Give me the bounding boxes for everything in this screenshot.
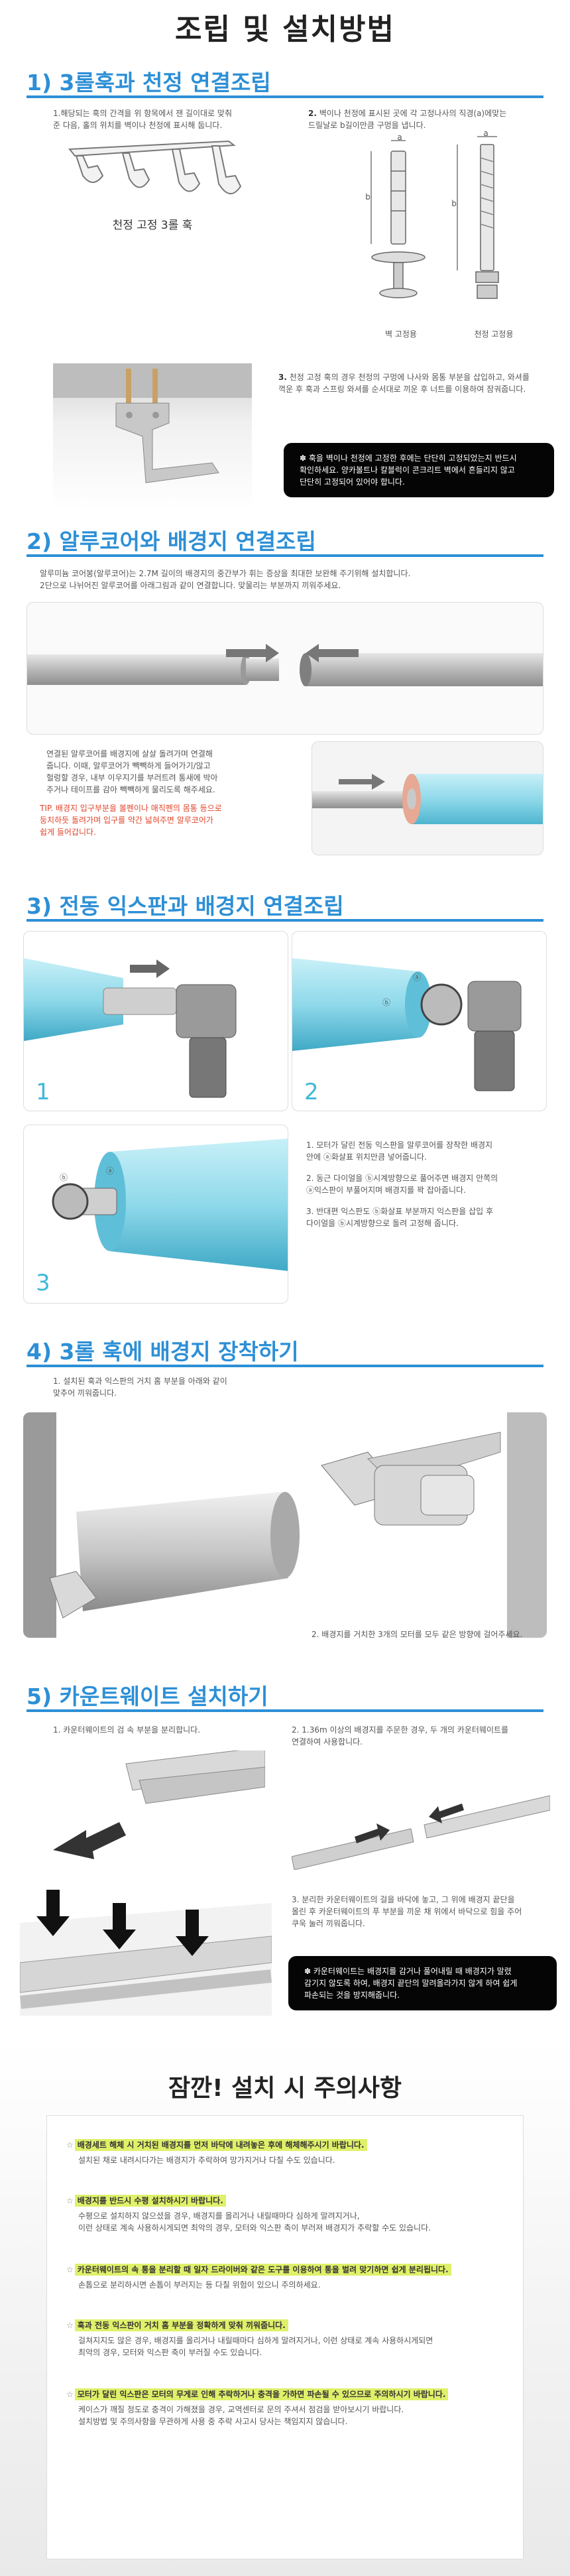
anchor-a-label-2: a (483, 129, 488, 138)
wall-anchor-caption: 벽 고정용 (385, 330, 417, 339)
counterweight-split-illustration (53, 1750, 265, 1859)
section-3-title: 3) 전동 익스판과 배경지 연결조립 (27, 893, 344, 919)
s5-note-1: 1. 카운터웨이트의 검 속 부분을 분리합니다. (53, 1725, 201, 1735)
mark-b-label: ⓑ (59, 1173, 68, 1182)
section-5-title: 5) 카운트웨이트 설치하기 (27, 1684, 268, 1709)
anchor-bolt-illustration (370, 136, 499, 299)
section-divider (27, 1365, 543, 1367)
expander-step-2-image: ⓐ ⓑ 2 (292, 931, 547, 1111)
caution-item-1: ☆배경세트 해체 시 거치된 배경지를 먼저 바닥에 내려놓은 후에 해체해주시… (66, 2138, 517, 2166)
caution-item-2: ☆배경지를 반드시 수평 설치하시기 바랍니다. 수평으로 설치하지 않으셨을 … (66, 2195, 431, 2233)
background-paper-insert-image (312, 741, 543, 855)
section-1-title: 1) 3롤훅과 천정 연결조립 (27, 70, 271, 95)
hook-mount-image (23, 1412, 547, 1638)
s1-note-3: 3. 천정 고정 훅의 경우 천정의 구멍에 나사와 몸통 부분을 삽입하고, … (278, 373, 530, 394)
ceiling-anchor-caption: 천정 고정용 (474, 330, 514, 339)
caution-item-5: ☆모터가 달린 익스판은 모터의 무게로 인해 추락하거나 충격을 가하면 파손… (66, 2387, 517, 2427)
mark-a-label: ⓐ (412, 973, 421, 982)
section-divider (27, 1709, 543, 1712)
s4-note-2: 2. 배경지를 거치한 3개의 모터를 모두 같은 방향에 걸어주세요. (312, 1630, 523, 1639)
caution-box (46, 2115, 524, 2559)
section-4-title: 4) 3롤 훅에 배경지 장착하기 (27, 1339, 299, 1365)
alucore-connect-image (27, 602, 543, 735)
section-divider (27, 95, 543, 98)
caution-item-4: ☆훅과 전동 익스판이 거치 홈 부분을 정확하게 맞춰 끼워줍니다. 걸쳐지지… (66, 2319, 433, 2357)
section-divider (27, 919, 543, 922)
hook-caption: 천정 고정 3롤 훅 (112, 219, 193, 232)
anchor-a-label: a (397, 133, 402, 142)
ceiling-hook-photo (53, 363, 252, 509)
panel-number-2: 2 (304, 1079, 319, 1105)
caution-section: 잠깐! 설치 시 주의사항 (0, 2042, 570, 2576)
expander-step-3-image: ⓑ ⓐ 3 (23, 1125, 288, 1304)
s2-intro: 알루미늄 코어봉(알루코어)는 2.7M 길이의 배경지의 중간부가 휘는 증상… (40, 569, 411, 590)
section-2-title: 2) 알루코어와 배경지 연결조립 (27, 528, 316, 554)
anchor-b-label: b (365, 192, 370, 202)
counterweight-floor-illustration (20, 1890, 272, 2016)
panel-number-1: 1 (36, 1079, 50, 1105)
page-title: 조립 및 설치방법 (175, 13, 395, 46)
mark-b-label: ⓑ (382, 998, 390, 1007)
panel-number-3: 3 (36, 1270, 50, 1296)
mark-a-label: ⓐ (105, 1166, 114, 1176)
ceiling-hook-illustration (68, 140, 242, 194)
counterweight-join-illustration (292, 1795, 550, 1870)
section-divider (27, 554, 543, 557)
anchor-b-label-2: b (451, 199, 457, 208)
caution-item-3: ☆카운터웨이트의 속 통을 분리할 때 일자 드라이버와 같은 도구를 이용하여… (66, 2262, 517, 2291)
caution-title: 잠깐! 설치 시 주의사항 (168, 2075, 402, 2102)
expander-step-1-image: 1 (23, 931, 288, 1111)
